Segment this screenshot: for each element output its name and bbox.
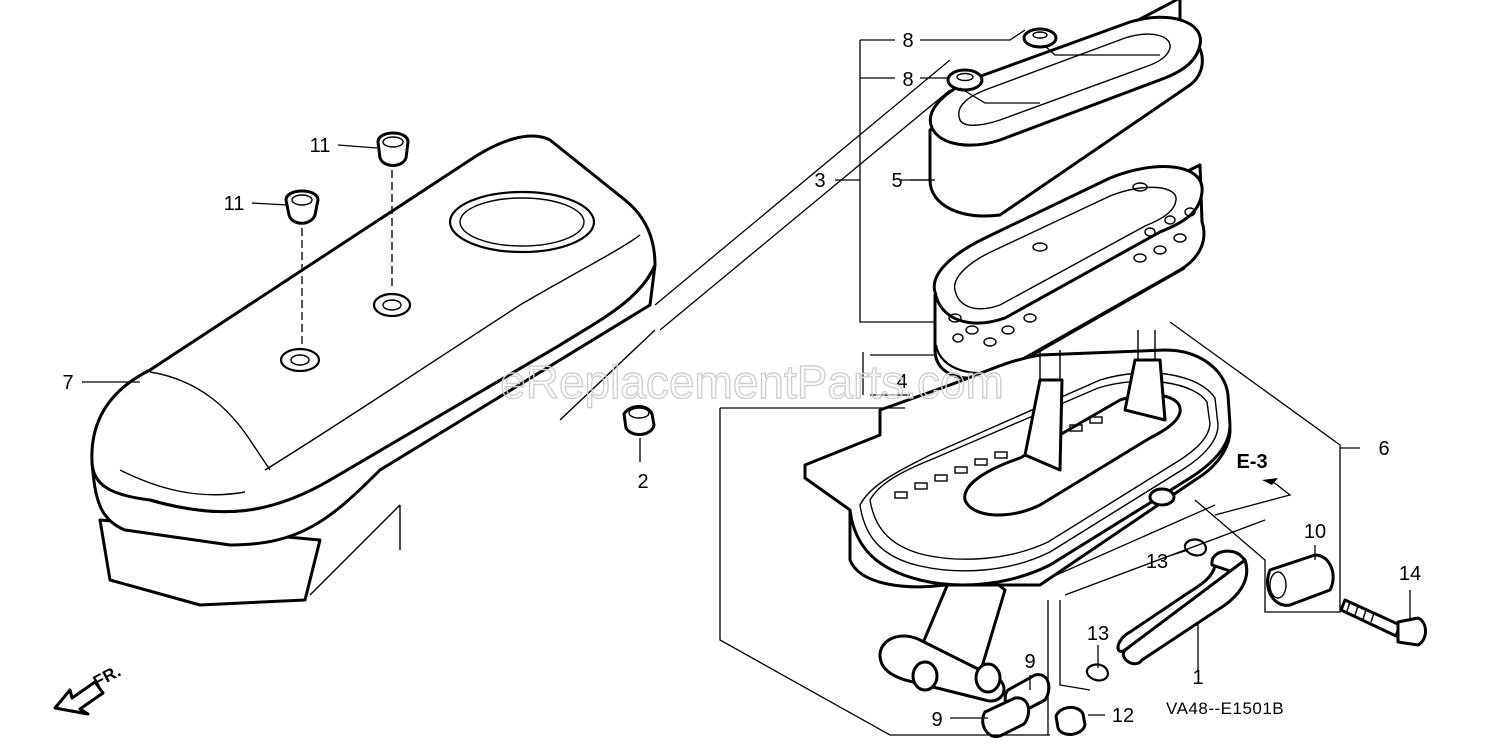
callout-labels: 1 2 3 4 5 6 7 8 8 9 9 10 11 11 12 13 13 … — [62, 30, 1421, 731]
watermark: eReplacementParts.com — [500, 356, 1004, 408]
air-cleaner-case — [803, 330, 1232, 703]
cover-knob-rear — [376, 131, 410, 167]
reference-label: E-3 — [1236, 451, 1267, 473]
callout-3: 3 — [814, 170, 825, 192]
air-filter-element — [932, 163, 1206, 380]
collar-case — [911, 660, 1002, 694]
breather-tube — [1116, 549, 1249, 666]
foam-element — [928, 0, 1204, 218]
nut-2 — [622, 405, 656, 436]
bolt — [1339, 598, 1427, 647]
front-direction-arrow-icon — [53, 680, 105, 716]
callout-8-upper: 8 — [902, 30, 913, 52]
callout-13-lower: 13 — [1087, 623, 1109, 645]
callout-12: 12 — [1112, 705, 1134, 727]
callout-1: 1 — [1192, 667, 1203, 689]
callout-10: 10 — [1304, 521, 1326, 543]
callout-9-upper: 9 — [1024, 651, 1035, 673]
callout-5: 5 — [891, 170, 902, 192]
air-cleaner-cover — [90, 134, 657, 607]
callout-11-rear: 11 — [310, 135, 331, 157]
callout-6: 6 — [1378, 438, 1389, 460]
callout-4: 4 — [896, 371, 907, 393]
callout-14: 14 — [1399, 563, 1421, 585]
callout-8-lower: 8 — [902, 69, 913, 91]
grommet-upper — [1022, 27, 1058, 49]
grommet-lower — [946, 68, 984, 92]
tube-clip-upper — [1183, 538, 1208, 557]
reference-arrow-icon — [1214, 478, 1292, 516]
callout-2: 2 — [637, 471, 648, 493]
cover-knob-front — [284, 189, 320, 225]
drawing-code: VA48--E1501B — [1166, 699, 1284, 718]
tube-clip-lower — [1085, 663, 1110, 682]
nut-12 — [1054, 706, 1087, 736]
leader-lines — [82, 29, 1411, 736]
callout-9-lower: 9 — [931, 709, 942, 731]
spacer — [1266, 553, 1335, 607]
callout-7: 7 — [62, 372, 73, 394]
callout-13-upper: 13 — [1146, 551, 1168, 573]
callout-11-front: 11 — [224, 193, 245, 215]
collar-lower — [981, 696, 1031, 739]
